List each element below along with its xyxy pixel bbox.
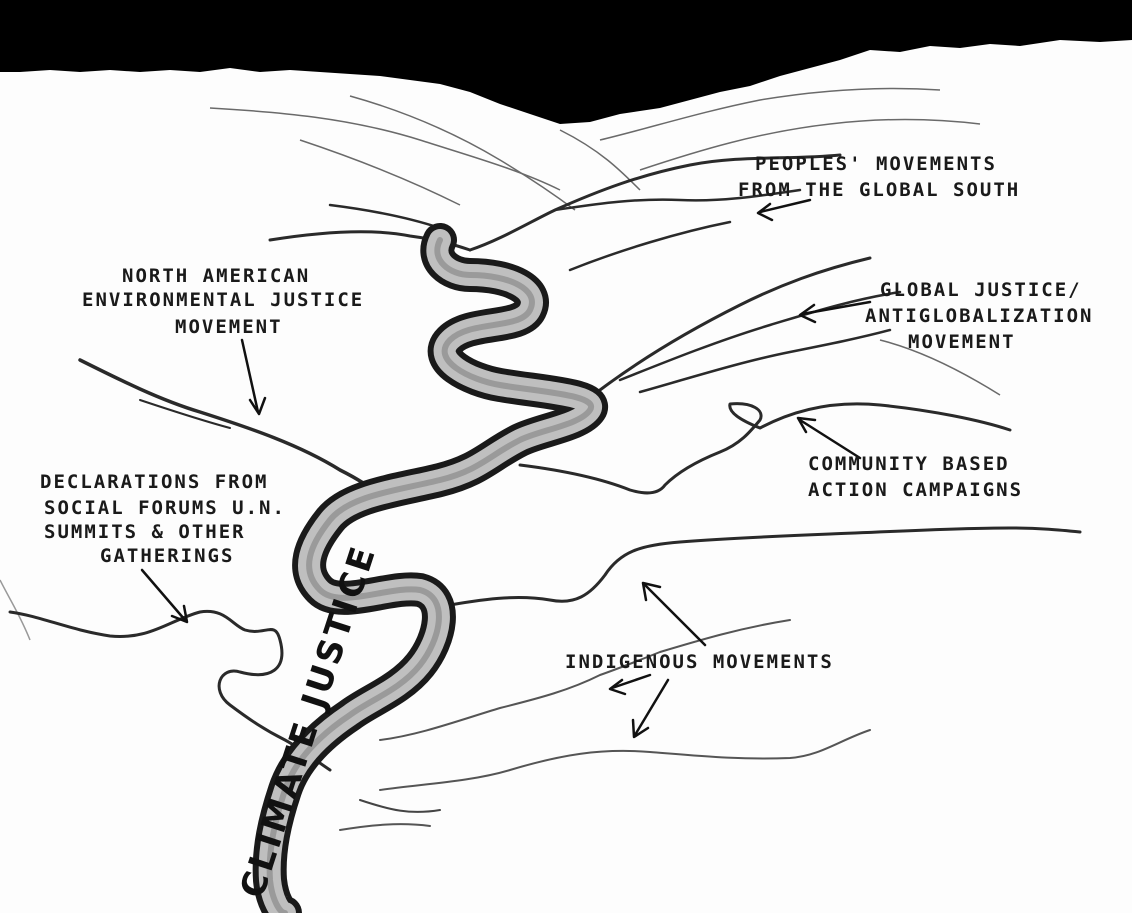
label-global-justice-line-3: MOVEMENT bbox=[908, 331, 1016, 353]
label-indigenous-line-1: INDIGENOUS MOVEMENTS bbox=[565, 651, 834, 673]
label-global-justice-line-1: GLOBAL JUSTICE/ bbox=[880, 279, 1082, 301]
label-north-american-line-2: ENVIRONMENTAL JUSTICE bbox=[82, 289, 364, 311]
label-peoples-movements-line-2: FROM THE GLOBAL SOUTH bbox=[738, 179, 1020, 201]
label-declarations-line-1: DECLARATIONS FROM bbox=[40, 471, 268, 493]
label-declarations-line-3: SUMMITS & OTHER bbox=[44, 521, 246, 543]
label-indigenous: INDIGENOUS MOVEMENTS bbox=[565, 651, 834, 673]
label-community-based-line-2: ACTION CAMPAIGNS bbox=[808, 479, 1023, 501]
label-declarations-line-2: SOCIAL FORUMS U.N. bbox=[44, 497, 286, 519]
label-north-american-line-3: MOVEMENT bbox=[175, 316, 283, 338]
label-declarations-line-4: GATHERINGS bbox=[100, 545, 234, 567]
label-global-justice-line-2: ANTIGLOBALIZATION bbox=[865, 305, 1093, 327]
label-north-american-line-1: NORTH AMERICAN bbox=[122, 265, 310, 287]
label-community-based-line-1: COMMUNITY BASED bbox=[808, 453, 1010, 475]
label-peoples-movements-line-1: PEOPLES' MOVEMENTS bbox=[755, 153, 997, 175]
